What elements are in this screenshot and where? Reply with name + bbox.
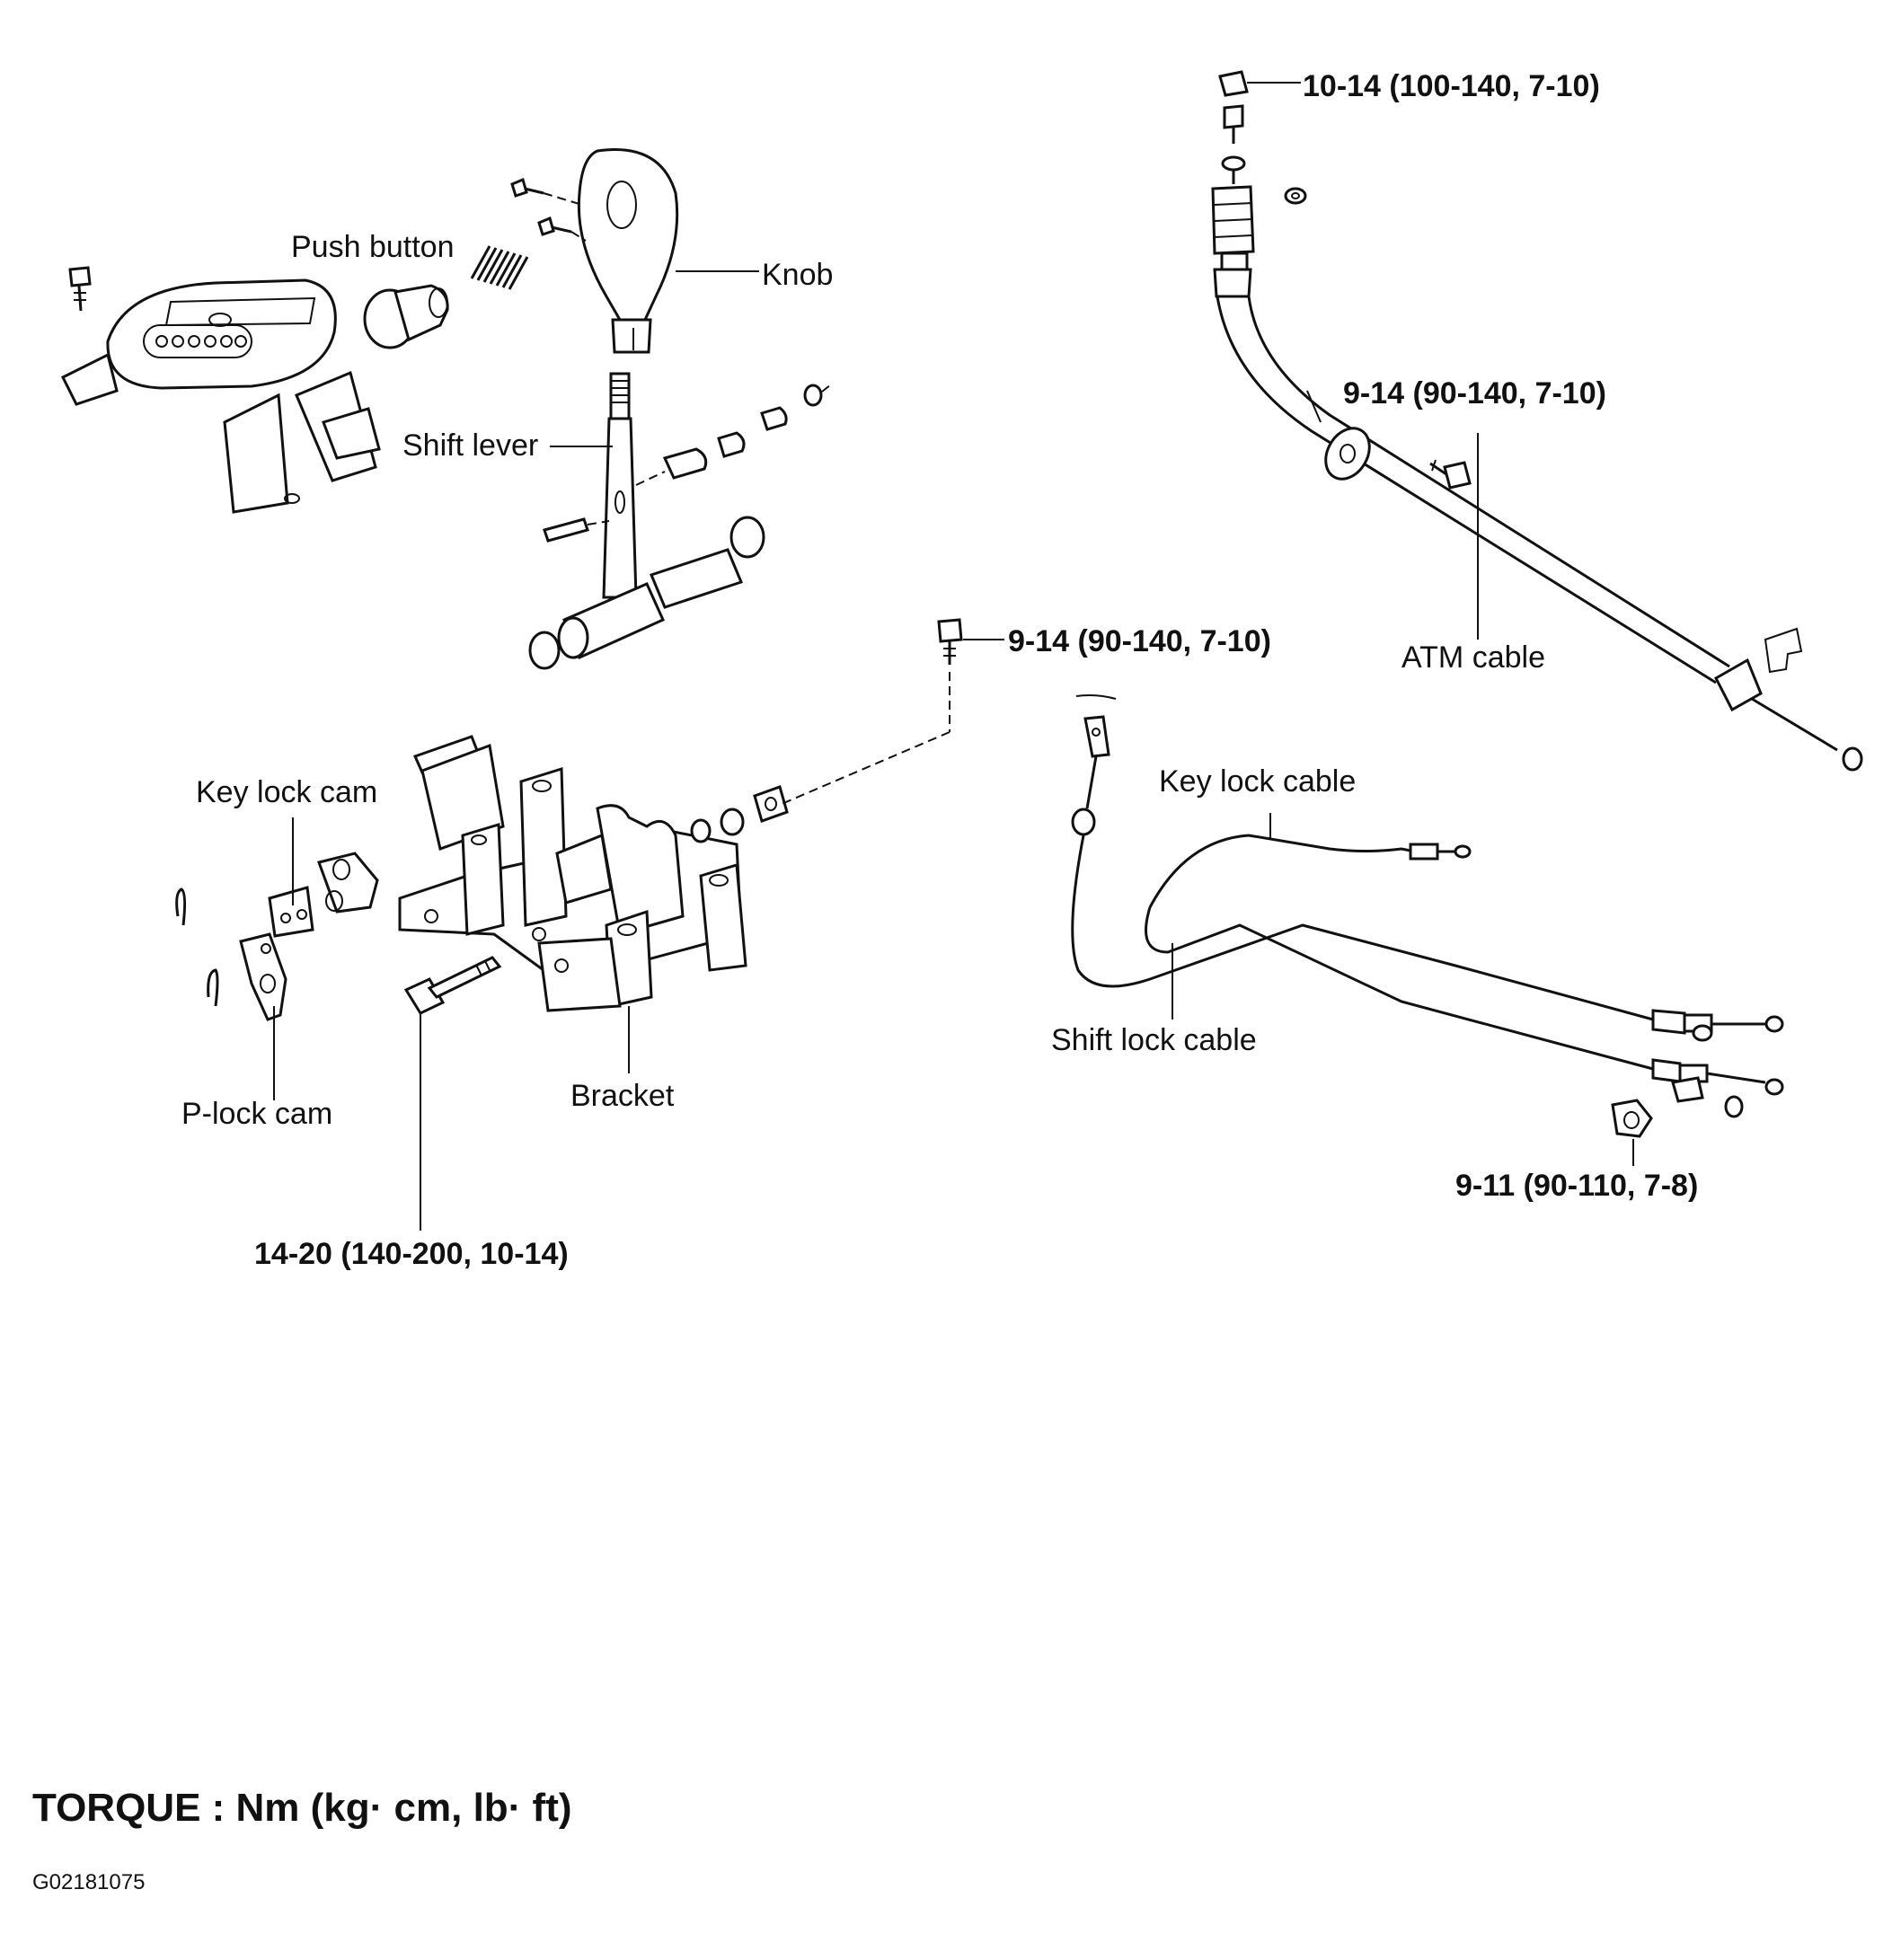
bracket-bolt — [781, 618, 963, 805]
key-lock-cam — [268, 852, 379, 938]
cotter-pin-1 — [175, 887, 187, 926]
label-knob: Knob — [762, 258, 834, 292]
torque-shift-lock-cable-nut: 9-11 (90-110, 7-8) — [1455, 1169, 1699, 1203]
spring — [470, 245, 529, 290]
label-shift-lever: Shift lever — [402, 428, 539, 463]
label-bracket: Bracket — [570, 1079, 675, 1113]
atm-cable — [1211, 70, 1863, 772]
torque-atm-cable-bracket-bolt: 9-14 (90-140, 7-10) — [1343, 376, 1606, 411]
knob-screws — [510, 177, 587, 242]
lever-bushings — [635, 384, 832, 486]
torque-bracket-bolt: 9-14 (90-140, 7-10) — [1008, 624, 1271, 658]
torque-atm-cable-top-nut: 10-14 (100-140, 7-10) — [1303, 69, 1600, 103]
p-lock-cam — [239, 932, 287, 1021]
atm-cable-bracket-bolt — [1429, 459, 1472, 490]
indicator-housing — [60, 278, 381, 514]
label-key-lock-cable: Key lock cable — [1159, 764, 1357, 799]
pivot-bolt — [403, 956, 502, 1015]
label-key-lock-cam: Key lock cam — [196, 775, 378, 809]
key-lock-cable — [1071, 694, 1654, 1071]
label-p-lock-cam: P-lock cam — [181, 1097, 333, 1131]
lever-pin — [543, 517, 610, 543]
torque-units-caption: TORQUE : Nm (kg· cm, lb· ft) — [32, 1786, 572, 1830]
shift-lock-cable-ends — [1651, 1009, 1784, 1118]
figure-id: G02181075 — [32, 1870, 146, 1894]
torque-pivot-bolt: 14-20 (140-200, 10-14) — [254, 1237, 569, 1271]
label-push-button: Push button — [291, 230, 455, 264]
label-shift-lock-cable: Shift lock cable — [1051, 1023, 1257, 1057]
knob — [577, 148, 679, 354]
bracket — [398, 735, 747, 1012]
lever-pivot-tube — [528, 516, 765, 670]
shift-lever — [602, 372, 638, 599]
shift-lock-cable-nut — [1611, 1099, 1653, 1138]
push-button — [363, 284, 449, 349]
cotter-pin-2 — [207, 968, 219, 1007]
label-atm-cable: ATM cable — [1401, 640, 1545, 675]
bracket-washers — [690, 785, 789, 843]
housing-screw — [68, 266, 92, 312]
leader-lines — [273, 82, 1634, 1231]
